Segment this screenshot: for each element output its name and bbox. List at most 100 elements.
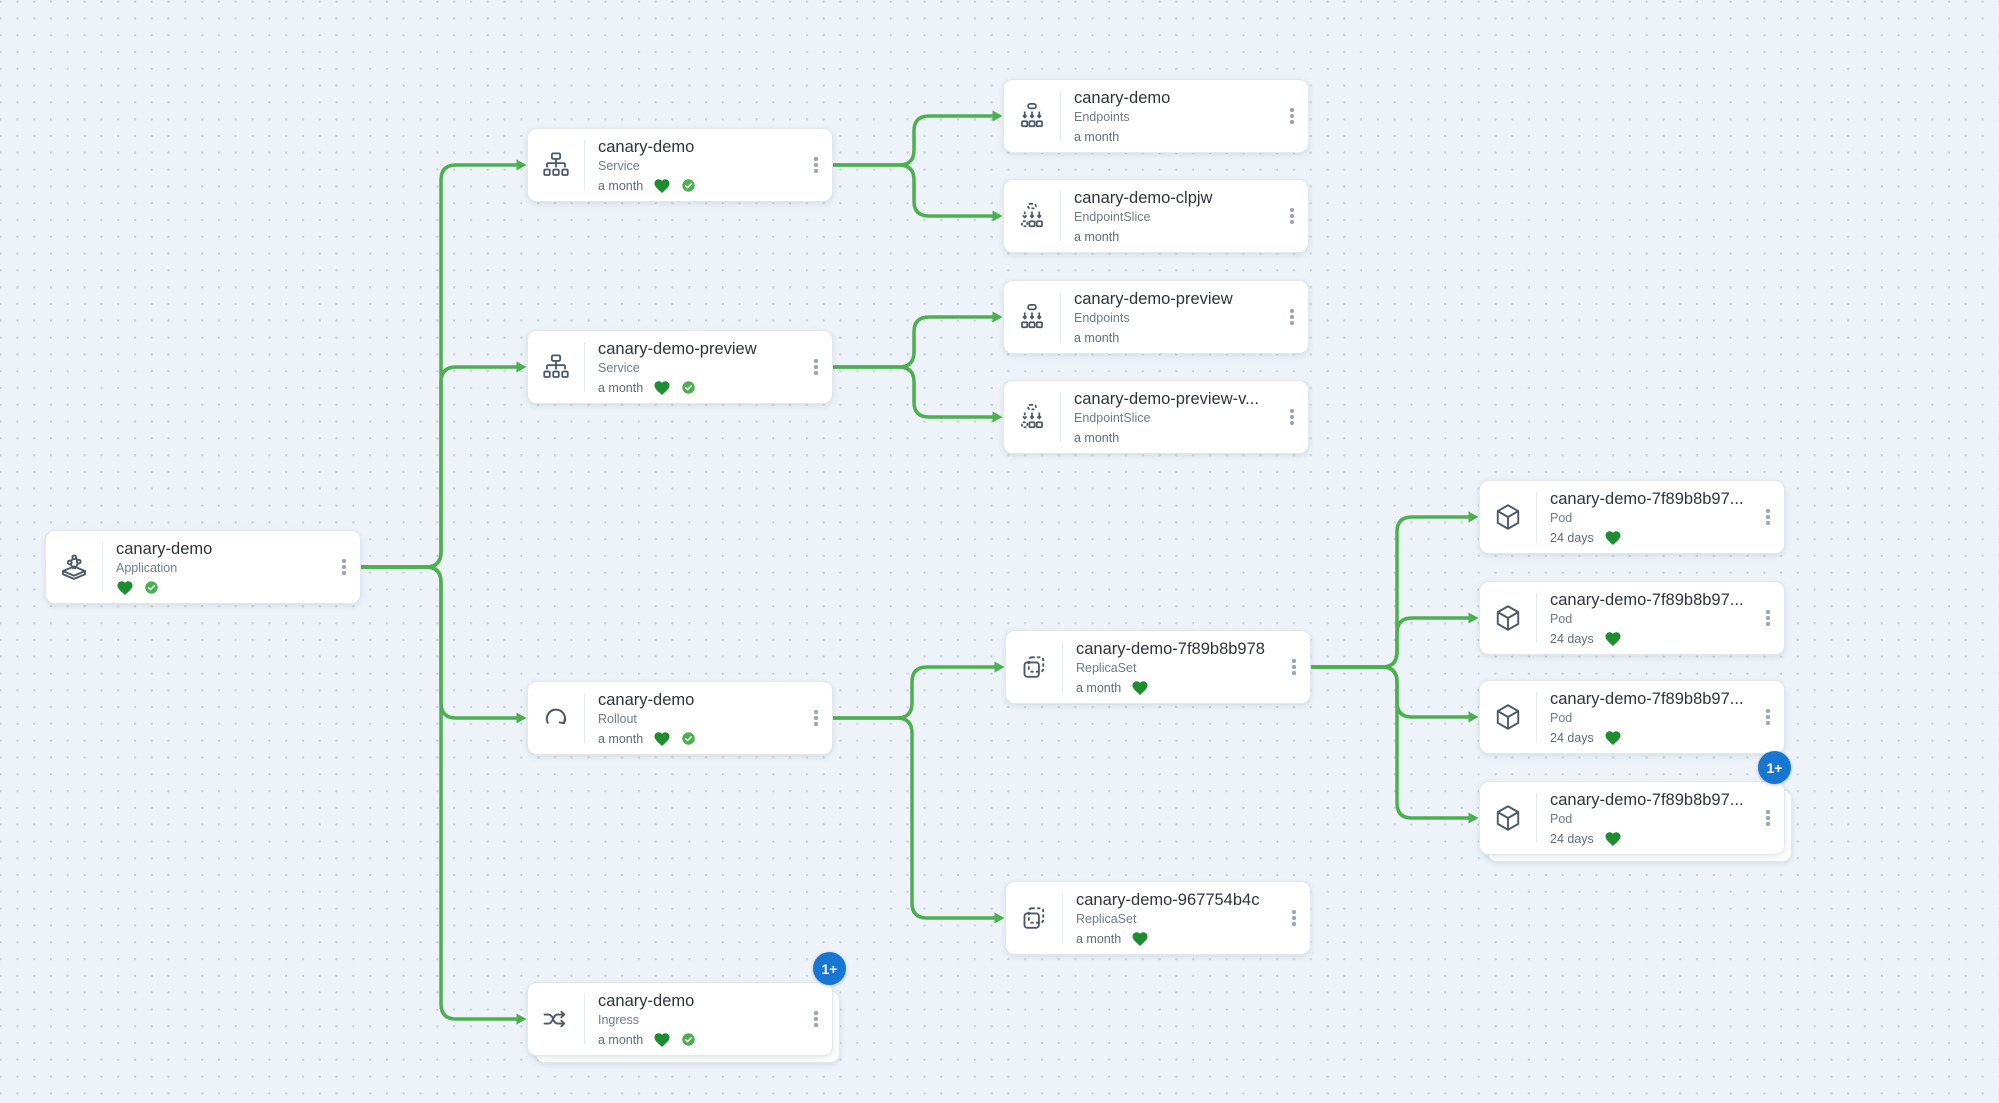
divider (584, 994, 585, 1044)
resource-name: canary-demo (598, 691, 695, 709)
resource-node-svc: canary-demo Service a month (527, 128, 833, 202)
resource-kind: ReplicaSet (1076, 660, 1137, 675)
divider (1060, 191, 1061, 241)
resource-card[interactable]: canary-demo-967754b4c ReplicaSet a month (1005, 881, 1311, 955)
node-menu-button[interactable] (331, 531, 357, 603)
resource-age: 24 days (1550, 730, 1594, 745)
resource-name: canary-demo-preview-v... (1074, 390, 1259, 408)
resource-node-pod3: canary-demo-7f89b8b97... Pod 24 days (1479, 680, 1785, 754)
resource-card-body: canary-demo-preview-v... EndpointSlice a… (1061, 381, 1279, 453)
resource-card-body: canary-demo-7f89b8b97... Pod 24 days (1537, 782, 1755, 854)
resource-name: canary-demo (116, 540, 213, 558)
resource-card-body: canary-demo-7f89b8b978 ReplicaSet a mont… (1063, 631, 1281, 703)
resource-age: a month (598, 380, 644, 395)
divider (584, 693, 585, 743)
resource-card[interactable]: canary-demo Application (45, 530, 361, 604)
resource-meta-row: a month (598, 1031, 799, 1049)
resource-card[interactable]: canary-demo Service a month (527, 128, 833, 202)
resource-kind: Ingress (598, 1012, 639, 1027)
resource-node-ep1: canary-demo Endpoints a month (1003, 79, 1309, 153)
node-menu-button[interactable] (803, 331, 829, 403)
resource-name: canary-demo-preview (1074, 290, 1233, 308)
node-menu-button[interactable] (1755, 582, 1781, 654)
resource-card[interactable]: canary-demo Rollout a month (527, 681, 833, 755)
resource-card[interactable]: canary-demo-preview Service a month (527, 330, 833, 404)
resource-card[interactable]: canary-demo Endpoints a month (1003, 79, 1309, 153)
resource-kind: EndpointSlice (1074, 410, 1151, 425)
more-items-badge[interactable]: 1+ (1758, 751, 1791, 784)
resource-name: canary-demo-7f89b8b97... (1550, 490, 1744, 508)
health-heart-icon (116, 579, 134, 597)
node-menu-button[interactable] (1279, 381, 1305, 453)
resource-kind: Endpoints (1074, 310, 1130, 325)
divider (1536, 793, 1537, 843)
replicaset-icon (1006, 631, 1062, 703)
resource-card-body: canary-demo Rollout a month (585, 682, 803, 754)
divider (1062, 893, 1063, 943)
node-menu-button[interactable] (1279, 80, 1305, 152)
node-menu-button[interactable] (803, 983, 829, 1055)
resource-name: canary-demo-7f89b8b97... (1550, 690, 1744, 708)
resource-meta-row: a month (1074, 429, 1275, 447)
pod-icon (1480, 681, 1536, 753)
resource-name: canary-demo-7f89b8b97... (1550, 791, 1744, 809)
node-menu-button[interactable] (1281, 631, 1307, 703)
resource-card-body: canary-demo-7f89b8b97... Pod 24 days (1537, 582, 1755, 654)
resource-name: canary-demo-clpjw (1074, 189, 1213, 207)
resource-meta-row: a month (598, 379, 799, 397)
divider (1062, 642, 1063, 692)
resource-card[interactable]: canary-demo-preview Endpoints a month (1003, 280, 1309, 354)
sync-check-icon (681, 380, 696, 395)
service-icon (528, 129, 584, 201)
health-heart-icon (653, 1031, 671, 1049)
rollout-icon (528, 682, 584, 754)
resource-meta-row (116, 579, 327, 597)
node-menu-button[interactable] (1755, 782, 1781, 854)
endpointslice-icon (1004, 180, 1060, 252)
resource-meta-row: a month (1076, 930, 1277, 948)
resource-card[interactable]: canary-demo-clpjw EndpointSlice a month (1003, 179, 1309, 253)
application-icon (46, 531, 102, 603)
resource-card[interactable]: canary-demo-preview-v... EndpointSlice a… (1003, 380, 1309, 454)
resource-kind: Pod (1550, 710, 1573, 725)
node-menu-button[interactable] (1755, 481, 1781, 553)
node-menu-button[interactable] (803, 682, 829, 754)
resource-card[interactable]: canary-demo-7f89b8b97... Pod 24 days (1479, 480, 1785, 554)
resource-card[interactable]: canary-demo Ingress a month (527, 982, 833, 1056)
resource-card-body: canary-demo-967754b4c ReplicaSet a month (1063, 882, 1281, 954)
resource-card[interactable]: canary-demo-7f89b8b97... Pod 24 days (1479, 680, 1785, 754)
pod-icon (1480, 582, 1536, 654)
health-heart-icon (1604, 830, 1622, 848)
resource-meta-row: a month (1074, 228, 1275, 246)
endpoints-icon (1004, 80, 1060, 152)
node-menu-button[interactable] (803, 129, 829, 201)
node-menu-button[interactable] (1279, 281, 1305, 353)
resource-age: a month (598, 178, 644, 193)
ingress-icon (528, 983, 584, 1055)
resource-meta-row: 24 days (1550, 529, 1751, 547)
health-heart-icon (1604, 529, 1622, 547)
resource-name: canary-demo (598, 138, 695, 156)
node-menu-button[interactable] (1281, 882, 1307, 954)
resource-node-rs2: canary-demo-967754b4c ReplicaSet a month (1005, 881, 1311, 955)
resource-node-rs1: canary-demo-7f89b8b978 ReplicaSet a mont… (1005, 630, 1311, 704)
divider (1060, 292, 1061, 342)
resource-node-app: canary-demo Application (45, 530, 361, 604)
resource-card-body: canary-demo Endpoints a month (1061, 80, 1279, 152)
divider (1060, 392, 1061, 442)
resource-kind: Rollout (598, 711, 637, 726)
resource-age: a month (598, 731, 644, 746)
resource-card[interactable]: canary-demo-7f89b8b97... Pod 24 days (1479, 581, 1785, 655)
resource-age: a month (1074, 129, 1120, 144)
node-menu-button[interactable] (1279, 180, 1305, 252)
resource-card[interactable]: canary-demo-7f89b8b978 ReplicaSet a mont… (1005, 630, 1311, 704)
resource-card[interactable]: canary-demo-7f89b8b97... Pod 24 days (1479, 781, 1785, 855)
resource-age: a month (1076, 931, 1122, 946)
resource-meta-row: a month (1074, 128, 1275, 146)
resource-node-ingress: canary-demo Ingress a month 1+ (527, 952, 846, 1063)
more-items-badge[interactable]: 1+ (813, 952, 846, 985)
node-menu-button[interactable] (1755, 681, 1781, 753)
resource-kind: Pod (1550, 811, 1573, 826)
resource-kind: Application (116, 560, 178, 575)
